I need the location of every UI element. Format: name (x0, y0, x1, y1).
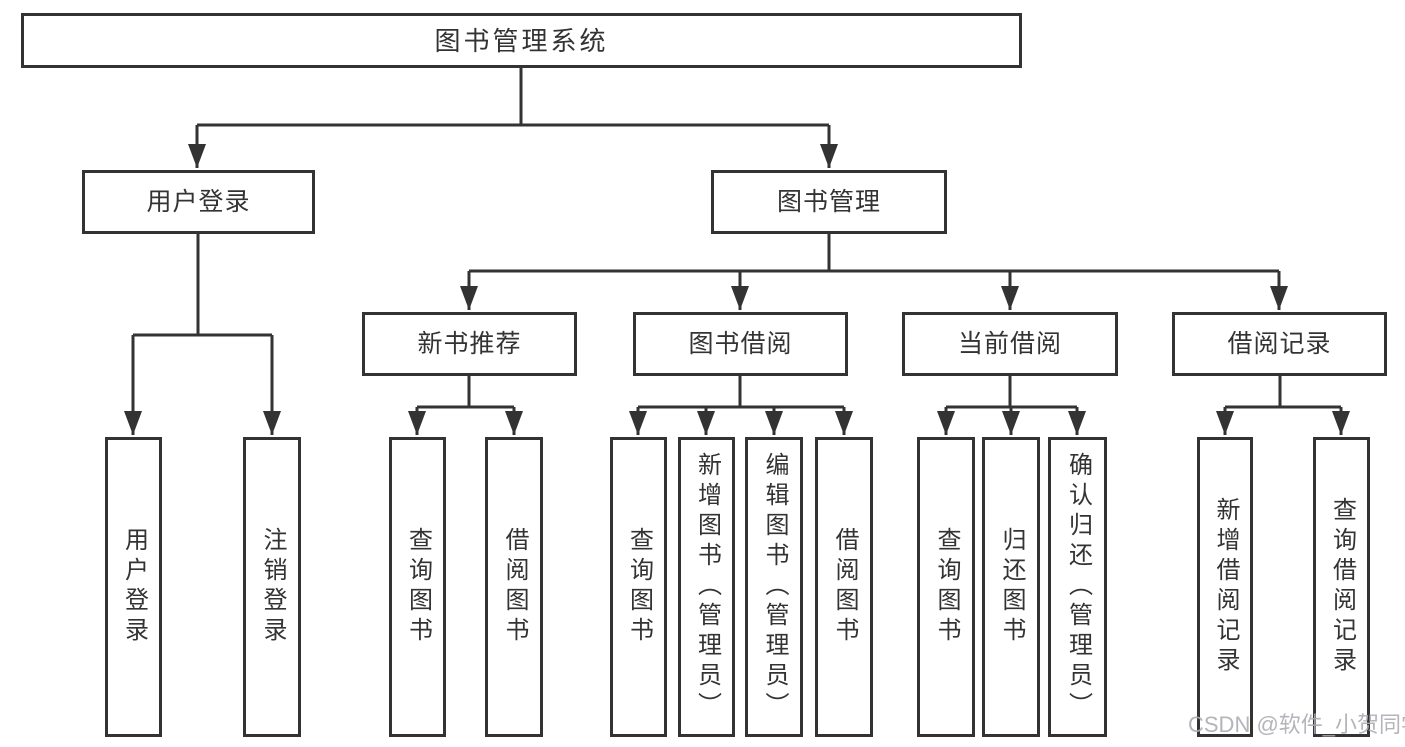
node-current-borrowing-label: 当前借阅 (957, 329, 1062, 358)
leaf-current-query: 查询图书 (917, 437, 975, 737)
leaf-borrow-edit-book-label: 编辑图书（管理员） (761, 452, 788, 722)
node-user-login-label: 用户登录 (146, 187, 251, 216)
leaf-current-query-label: 查询图书 (933, 527, 960, 647)
leaf-confirm-return: 确认归还（管理员） (1048, 437, 1107, 737)
node-borrowing-records-label: 借阅记录 (1227, 329, 1332, 358)
node-user-login: 用户登录 (82, 170, 315, 234)
leaf-query-borrow-record: 查询借阅记录 (1313, 437, 1370, 737)
node-book-management: 图书管理 (711, 170, 947, 234)
leaf-user-login-label: 用户登录 (120, 527, 148, 647)
node-new-book-recommend-label: 新书推荐 (417, 329, 522, 358)
leaf-return-book-label: 归还图书 (998, 527, 1025, 647)
leaf-add-borrow-record-label: 新增借阅记录 (1212, 497, 1239, 677)
leaf-logout-label: 注销登录 (259, 527, 286, 647)
node-root: 图书管理系统 (21, 13, 1022, 68)
leaf-borrow-query-label: 查询图书 (625, 527, 653, 647)
leaf-confirm-return-label: 确认归还（管理员） (1064, 452, 1092, 722)
leaf-borrow-edit-book: 编辑图书（管理员） (745, 437, 803, 737)
leaf-newbook-query-label: 查询图书 (404, 527, 432, 647)
node-root-label: 图书管理系统 (434, 25, 609, 56)
node-current-borrowing: 当前借阅 (902, 312, 1118, 376)
leaf-borrow-query: 查询图书 (610, 437, 667, 737)
leaf-query-borrow-record-label: 查询借阅记录 (1328, 497, 1356, 677)
watermark-text: CSDN @软件_小贺同学 (1188, 712, 1405, 737)
leaf-logout: 注销登录 (243, 437, 301, 737)
leaf-borrow-add-book-label: 新增图书（管理员） (693, 452, 721, 722)
leaf-user-login: 用户登录 (105, 437, 162, 737)
leaf-newbook-borrow-label: 借阅图书 (501, 527, 528, 647)
leaf-newbook-borrow: 借阅图书 (485, 437, 543, 737)
leaf-newbook-query: 查询图书 (389, 437, 446, 737)
leaf-borrow-book-label: 借阅图书 (831, 527, 858, 647)
leaf-return-book: 归还图书 (982, 437, 1040, 737)
leaf-add-borrow-record: 新增借阅记录 (1197, 437, 1253, 737)
node-book-borrowing: 图书借阅 (633, 312, 848, 376)
connector-trunks (133, 68, 1341, 409)
node-book-management-label: 图书管理 (776, 187, 881, 216)
node-book-borrowing-label: 图书借阅 (688, 329, 793, 358)
node-new-book-recommend: 新书推荐 (362, 312, 577, 376)
leaf-borrow-add-book: 新增图书（管理员） (678, 437, 735, 737)
leaf-borrow-book: 借阅图书 (815, 437, 873, 737)
node-borrowing-records: 借阅记录 (1172, 312, 1387, 376)
